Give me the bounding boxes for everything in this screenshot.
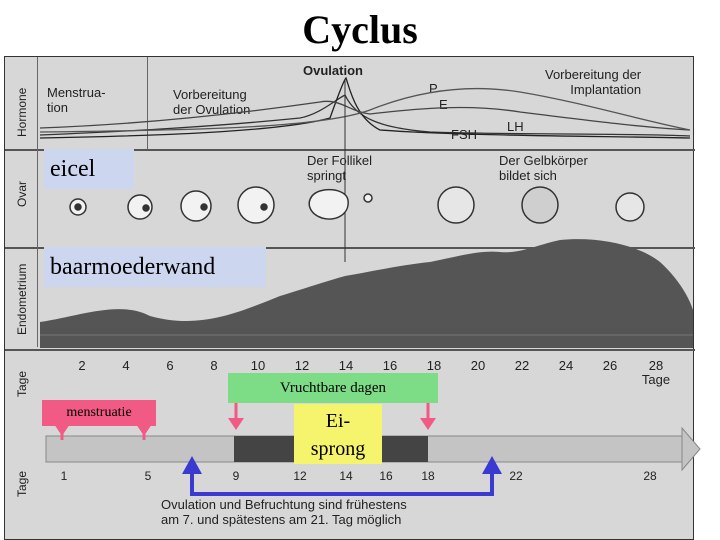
bar-tick: 1: [61, 469, 68, 483]
lh-curve: [40, 78, 690, 138]
eisprong-label: Ei- sprong: [294, 404, 382, 464]
day-axis-unit: Tage: [642, 372, 670, 387]
day-tick: 16: [383, 358, 397, 373]
day-tick: 20: [471, 358, 485, 373]
estrogen-curve: [40, 101, 690, 130]
day-tick: 14: [339, 358, 353, 373]
day-tick: 24: [559, 358, 573, 373]
bar-tick: 22: [509, 469, 523, 483]
day-tick: 12: [295, 358, 309, 373]
day-tick: 18: [427, 358, 441, 373]
eicel-label: eicel: [44, 149, 134, 189]
day-tick: 22: [515, 358, 529, 373]
bar-tick: 12: [293, 469, 307, 483]
bar-tick: 9: [233, 469, 240, 483]
bar-tick: 5: [145, 469, 152, 483]
follicle-stages: [70, 187, 644, 223]
bar-tick: 14: [339, 469, 353, 483]
day-tick: 8: [210, 358, 217, 373]
baarmoederwand-label: baarmoederwand: [44, 247, 266, 287]
bar-tick: 28: [643, 469, 657, 483]
bar-tick: 16: [379, 469, 393, 483]
cycle-bar-ticks: 1 5 9 12 14 16 18 22 28: [61, 469, 657, 483]
day-tick: 28: [649, 358, 663, 373]
fertile-marker-start: [228, 418, 244, 430]
day-tick: 2: [78, 358, 85, 373]
bar-tick: 18: [421, 469, 435, 483]
vruchtbare-dagen-label: Vruchtbare dagen: [228, 373, 438, 403]
day-tick: 4: [122, 358, 129, 373]
day-tick: 10: [251, 358, 265, 373]
menstruatie-label: menstruatie: [42, 400, 156, 426]
day-tick: 26: [603, 358, 617, 373]
day-tick: 6: [166, 358, 173, 373]
progesterone-curve: [40, 89, 690, 132]
fertile-marker-end: [420, 418, 436, 430]
